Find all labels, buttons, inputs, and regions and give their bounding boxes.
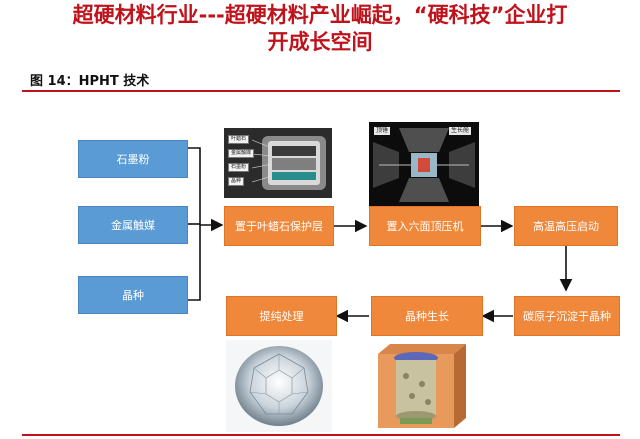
growth-cell-illustration	[378, 344, 466, 428]
press-photo: 顶锤 生长舱	[369, 122, 479, 208]
assembly-label-3: 石墨粉	[228, 163, 250, 172]
assembly-illustration	[251, 136, 326, 190]
growth-cell-photo	[370, 336, 474, 434]
top-rule	[22, 90, 620, 92]
page-title: 超硬材料行业---超硬材料产业崛起，“硬科技”企业打 开成长空间	[0, 2, 640, 56]
step-pyrophyllite-layer: 置于叶蜡石保护层	[224, 206, 334, 246]
assembly-label-1: 叶蜡石	[228, 135, 250, 144]
diamond-photo	[226, 340, 332, 432]
bottom-rule	[22, 434, 620, 436]
press-illustration	[373, 128, 475, 202]
assembly-label-4: 晶种	[228, 177, 245, 186]
assembly-label-2: 金属触媒	[228, 149, 255, 158]
step-purification: 提纯处理	[226, 296, 337, 336]
input-graphite-powder: 石墨粉	[78, 140, 188, 178]
figure-label: 图 14：HPHT 技术	[30, 74, 150, 89]
step-cubic-press: 置入六面顶压机	[369, 206, 481, 246]
title-line-1: 超硬材料行业---超硬材料产业崛起，“硬科技”企业打	[72, 3, 568, 27]
assembly-photo: 叶蜡石 金属触媒 石墨粉 晶种	[224, 128, 332, 198]
input-seed-crystal: 晶种	[78, 276, 188, 314]
step-carbon-deposition: 碳原子沉淀于晶种	[514, 296, 620, 336]
input-metal-catalyst: 金属触媒	[78, 206, 188, 244]
title-line-2: 开成长空间	[267, 30, 373, 54]
step-seed-growth: 晶种生长	[371, 296, 483, 336]
step-hpht-start: 高温高压启动	[514, 206, 618, 246]
press-label-cell: 生长舱	[449, 127, 472, 135]
press-label-anvil: 顶锤	[374, 127, 391, 135]
diamond-illustration	[235, 346, 323, 426]
